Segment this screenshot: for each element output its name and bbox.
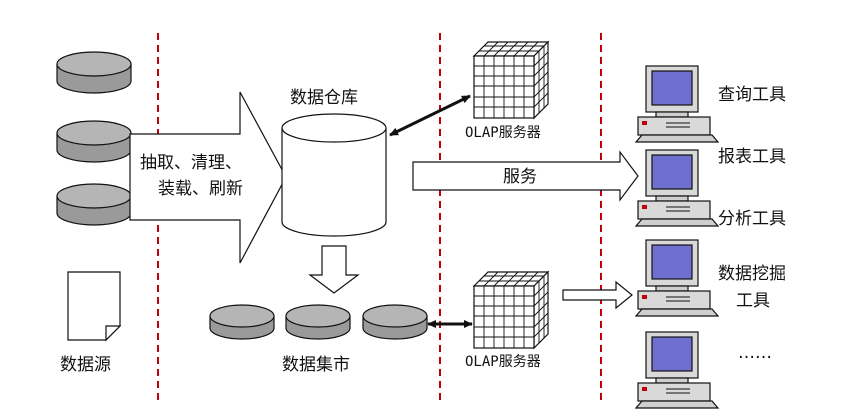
etl-label-line2: 装载、刷新 bbox=[158, 179, 243, 199]
down-arrow bbox=[308, 245, 360, 294]
report-tool-label: 报表工具 bbox=[718, 147, 786, 167]
etl-label-line1: 抽取、清理、 bbox=[140, 153, 242, 173]
olap-cube-bottom bbox=[473, 271, 549, 349]
document-icon bbox=[67, 271, 122, 342]
source-database-1 bbox=[56, 51, 132, 94]
mining-arrow bbox=[562, 280, 633, 310]
data-mart-disk-3 bbox=[362, 304, 428, 340]
computer-report-analysis bbox=[635, 149, 719, 227]
computer-query bbox=[635, 65, 719, 143]
computer-more bbox=[635, 331, 719, 409]
data-mart-disk-1 bbox=[209, 304, 275, 340]
source-database-3 bbox=[56, 183, 132, 226]
data-warehouse-label: 数据仓库 bbox=[290, 88, 358, 108]
analysis-tool-label: 分析工具 bbox=[718, 209, 786, 229]
olap-server-top-label: OLAP服务器 bbox=[465, 125, 541, 141]
data-mart-disk-2 bbox=[285, 304, 351, 340]
olap-server-bottom-label: OLAP服务器 bbox=[465, 354, 541, 370]
source-database-2 bbox=[56, 120, 132, 163]
warehouse-olap-double-arrow bbox=[389, 94, 471, 137]
mining-tool-label-line1: 数据挖掘 bbox=[718, 264, 786, 284]
olap-cube-top bbox=[473, 41, 549, 119]
mining-tool-label-line2: 工具 bbox=[736, 291, 770, 311]
data-mart-label: 数据集市 bbox=[282, 355, 350, 375]
computer-data-mining bbox=[635, 239, 719, 317]
etl-arrow bbox=[129, 91, 287, 264]
data-source-label: 数据源 bbox=[60, 355, 111, 375]
data-warehouse-cylinder bbox=[281, 113, 387, 237]
service-label: 服务 bbox=[503, 167, 537, 187]
query-tool-label: 查询工具 bbox=[718, 85, 786, 105]
service-arrow bbox=[412, 150, 639, 202]
ellipsis-label: …… bbox=[738, 343, 772, 363]
